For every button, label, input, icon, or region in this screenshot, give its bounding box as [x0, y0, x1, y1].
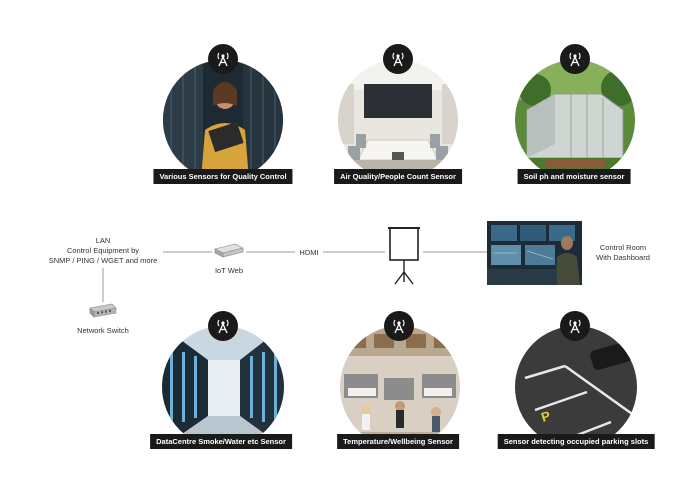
node-label: Various Sensors for Quality Control — [153, 169, 293, 184]
office-photo — [340, 326, 460, 448]
node-label: Sensor detecting occupied parking slots — [497, 434, 655, 449]
node-label: DataCentre Smoke/Water etc Sensor — [150, 434, 292, 449]
node-label: Air Quality/People Count Sensor — [334, 169, 462, 184]
network-switch-label: Network Switch — [77, 326, 129, 335]
control-room-photo — [487, 221, 582, 285]
iot-web-device-icon — [213, 242, 245, 260]
parking-lot-photo: P — [515, 326, 637, 448]
hdmi-label: HDMI — [299, 248, 319, 257]
control-room-desc: With Dashboard — [596, 253, 650, 262]
lan-text: LAN Control Equipment by SNMP / PING / W… — [40, 236, 166, 266]
antenna-icon — [384, 311, 414, 341]
lan-title: LAN — [95, 236, 111, 245]
datacentre-photo — [162, 326, 284, 448]
antenna-icon — [560, 311, 590, 341]
greenhouse-photo — [515, 60, 635, 180]
control-room-title: Control Room — [599, 243, 647, 252]
antenna-icon — [383, 44, 413, 74]
node-label: Soil ph and moisture sensor — [517, 169, 631, 184]
control-room-text: Control Room With Dashboard — [588, 243, 658, 263]
iot-web-label: IoT Web — [214, 266, 244, 275]
node-label: Temperature/Wellbeing Sensor — [337, 434, 459, 449]
lan-desc: Control Equipment by — [66, 246, 140, 255]
network-switch-icon — [88, 302, 118, 320]
meeting-room-photo — [338, 60, 458, 180]
antenna-icon — [560, 44, 590, 74]
antenna-icon — [208, 44, 238, 74]
lan-protocols: SNMP / PING / WGET and more — [48, 256, 158, 265]
quality-control-photo — [163, 60, 283, 180]
projector-screen-icon — [386, 224, 422, 286]
antenna-icon — [208, 311, 238, 341]
